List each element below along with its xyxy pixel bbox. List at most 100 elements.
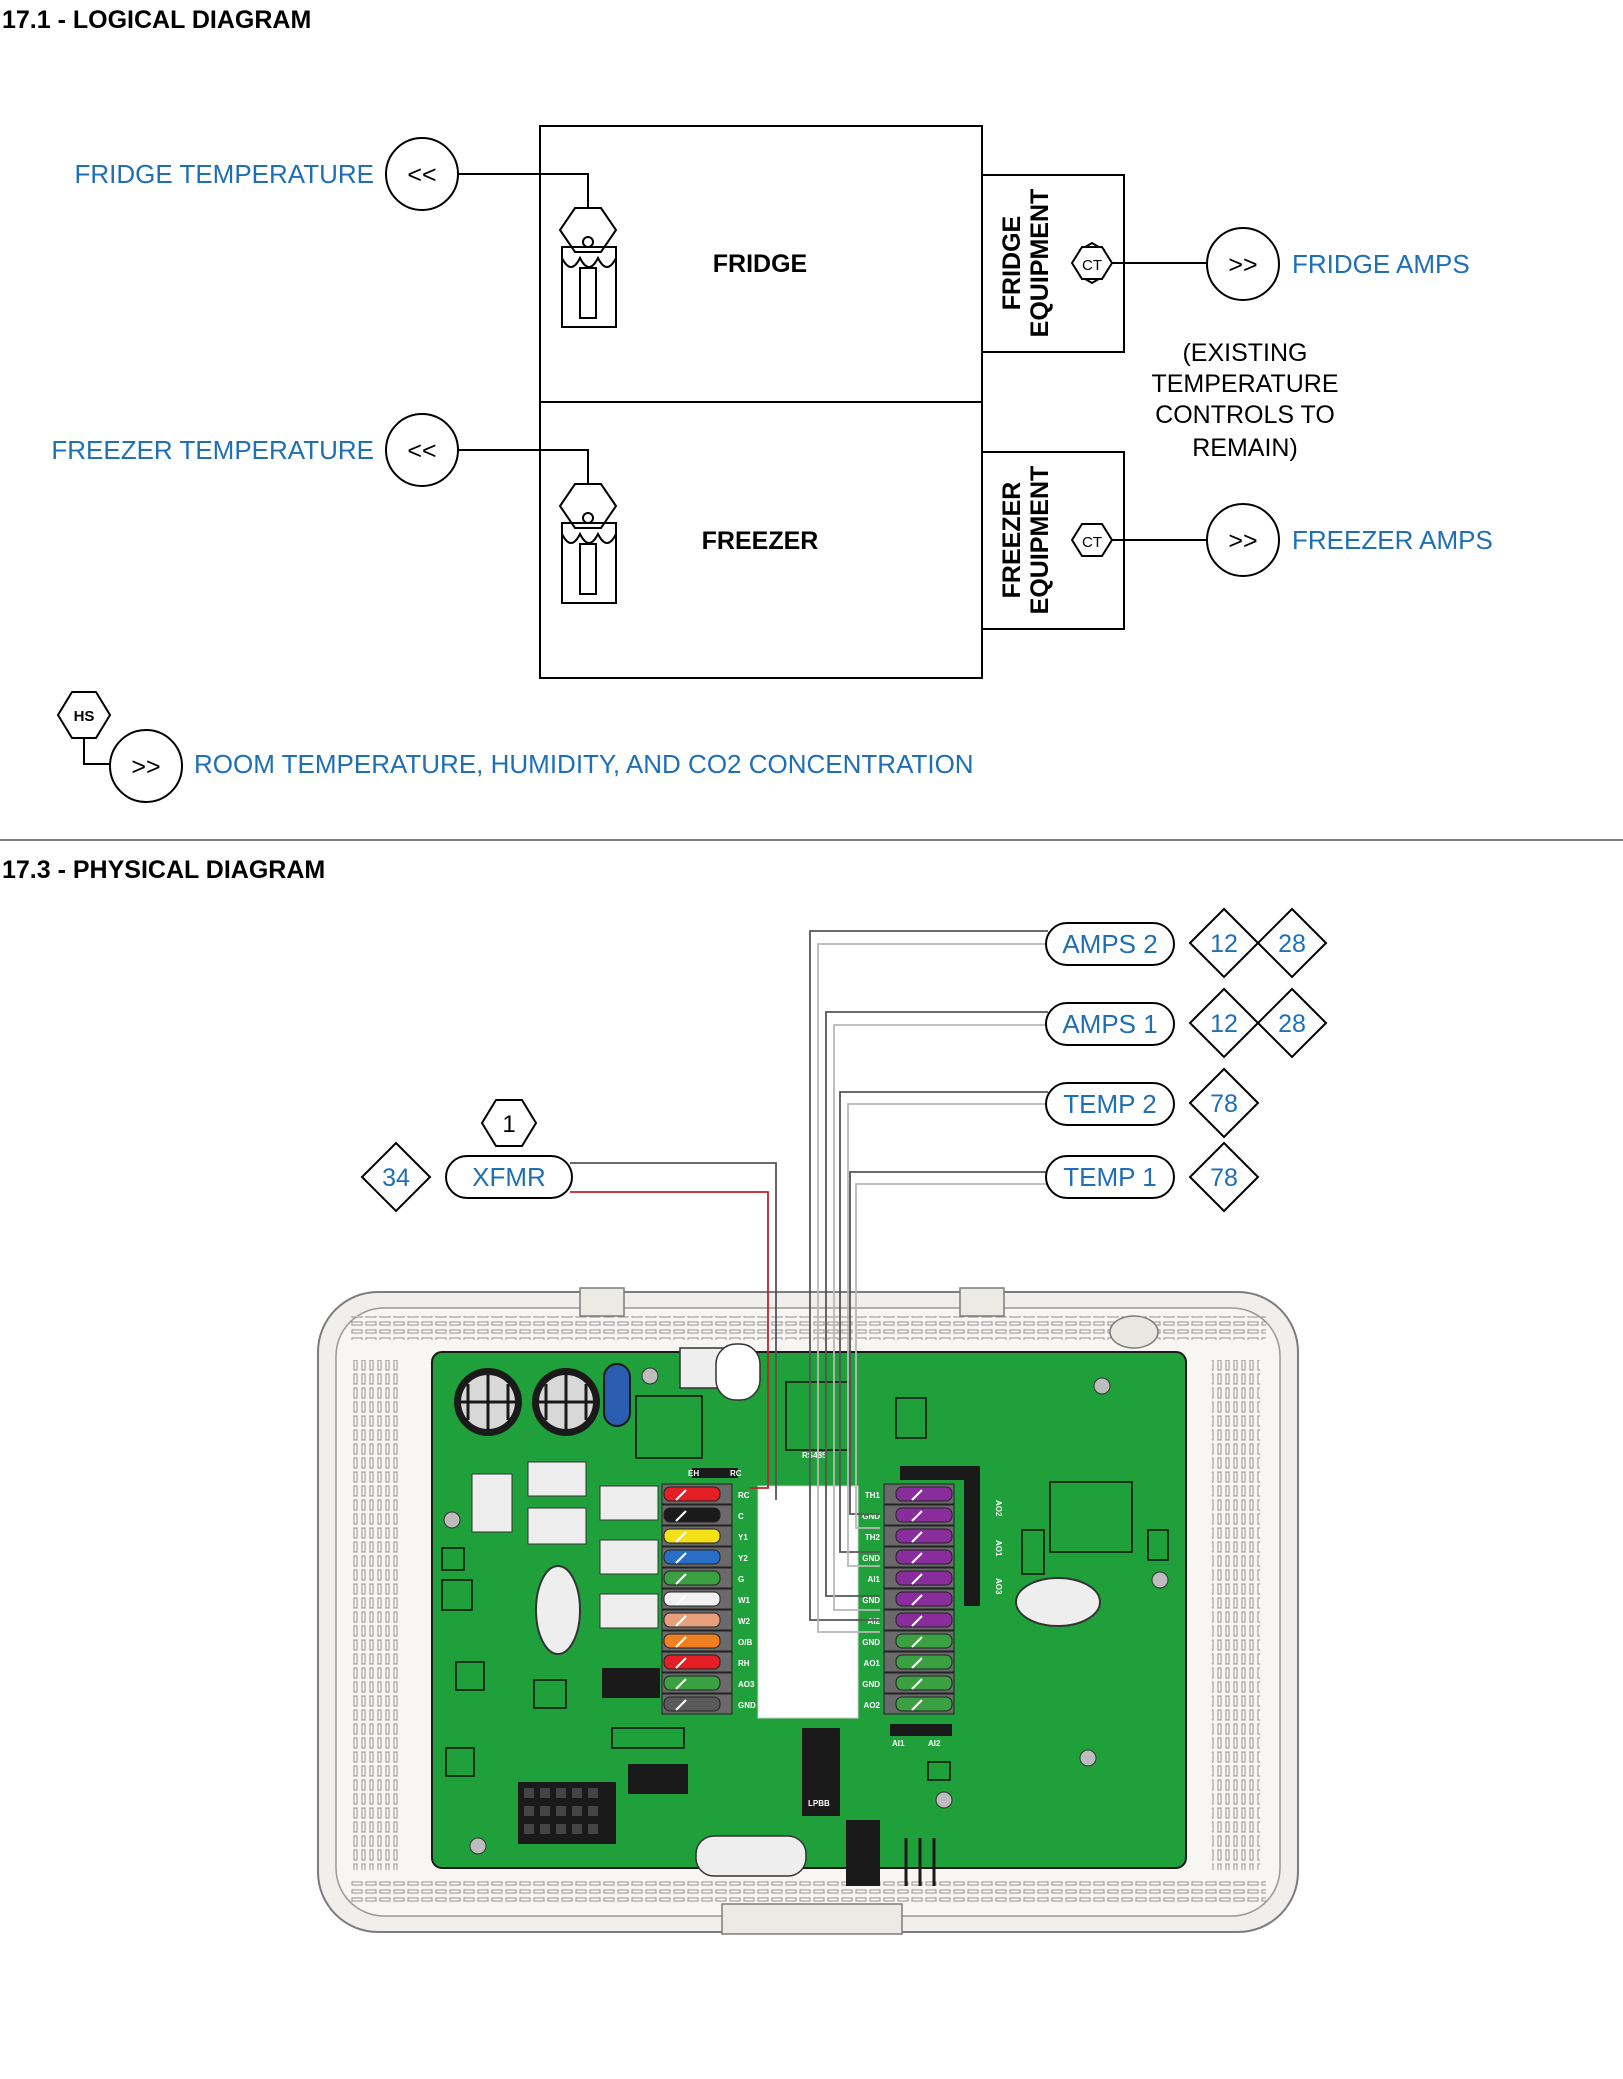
ao1-label: AO1 bbox=[994, 1540, 1003, 1557]
left-terminal-label: G bbox=[738, 1575, 744, 1584]
freezer-temperature-input: << bbox=[385, 413, 459, 487]
left-terminal-label: O/B bbox=[738, 1638, 752, 1647]
right-terminal-th2: TH2 bbox=[865, 1525, 955, 1547]
right-terminal-label: GND bbox=[862, 1596, 880, 1605]
freezer-temperature-sensor-icon bbox=[558, 483, 618, 604]
right-terminal-label: AO2 bbox=[864, 1701, 881, 1710]
left-terminal-label: Y2 bbox=[738, 1554, 748, 1563]
left-terminal-label: GND bbox=[738, 1701, 756, 1710]
svg-text:<<: << bbox=[407, 161, 436, 189]
left-terminal-label: Y1 bbox=[738, 1533, 748, 1542]
right-terminal-ao2: AO2 bbox=[864, 1693, 955, 1715]
svg-text:1: 1 bbox=[502, 1111, 515, 1138]
svg-text:REMAIN): REMAIN) bbox=[1192, 434, 1298, 462]
output-symbol: >> bbox=[1228, 251, 1257, 279]
svg-text:78: 78 bbox=[1210, 1164, 1238, 1192]
xfmr-point: XFMR bbox=[445, 1155, 573, 1199]
svg-text:TEMP 2: TEMP 2 bbox=[1063, 1089, 1156, 1119]
fridge-equipment-label-1: FRIDGE bbox=[998, 216, 1026, 310]
right-terminal-label: TH1 bbox=[865, 1491, 881, 1500]
fridge-label: FRIDGE bbox=[713, 250, 807, 278]
physical-diagram-title: 17.3 - PHYSICAL DIAGRAM bbox=[2, 856, 325, 884]
freezer-equipment-label-1: FREEZER bbox=[998, 482, 1026, 599]
left-terminal-label: RH bbox=[738, 1659, 750, 1668]
svg-text:28: 28 bbox=[1278, 930, 1306, 958]
amps2-detail-tag-b: 28 bbox=[1256, 907, 1328, 979]
rc-label: RC bbox=[730, 1469, 742, 1478]
fridge-ct-tag: CT bbox=[1070, 241, 1114, 285]
fridge-temperature-input: << bbox=[385, 137, 459, 211]
left-terminal-c: C bbox=[661, 1504, 744, 1526]
right-terminal-gnd: GND bbox=[862, 1504, 955, 1526]
output-symbol: >> bbox=[1228, 527, 1257, 555]
right-terminal-label: AO1 bbox=[864, 1659, 881, 1668]
right-terminal-ai1: AI1 bbox=[868, 1567, 955, 1589]
ao3-label: AO3 bbox=[994, 1578, 1003, 1595]
right-terminal-gnd: GND bbox=[862, 1672, 955, 1694]
left-terminal-label: C bbox=[738, 1512, 744, 1521]
xfmr-detail-tag: 34 bbox=[360, 1141, 432, 1213]
svg-text:HS: HS bbox=[74, 708, 95, 725]
freezer-equipment-label-2: EQUIPMENT bbox=[1026, 466, 1054, 615]
right-terminal-label: AI1 bbox=[868, 1575, 881, 1584]
freezer-temperature-label: FREEZER TEMPERATURE bbox=[51, 435, 374, 465]
right-terminal-label: GND bbox=[862, 1680, 880, 1689]
wiring-window bbox=[757, 1485, 859, 1719]
svg-text:XFMR: XFMR bbox=[472, 1162, 546, 1192]
left-terminal-ao3: AO3 bbox=[661, 1672, 755, 1694]
hs-sensor-tag: HS bbox=[56, 691, 112, 739]
svg-text:>>: >> bbox=[131, 753, 160, 781]
eh-label: EH bbox=[688, 1469, 699, 1478]
left-terminal-label: W1 bbox=[738, 1596, 751, 1605]
svg-text:AMPS 1: AMPS 1 bbox=[1062, 1009, 1157, 1039]
right-terminal-gnd: GND bbox=[862, 1630, 955, 1652]
amps2-detail-tag-a: 12 bbox=[1188, 907, 1260, 979]
right-terminal-ai2: AI2 bbox=[868, 1609, 955, 1631]
amps1-detail-tag-b: 28 bbox=[1256, 987, 1328, 1059]
left-terminal-w1: W1 bbox=[661, 1588, 751, 1610]
left-terminal-gnd: GND bbox=[661, 1693, 756, 1715]
fridge-equipment-label-2: EQUIPMENT bbox=[1026, 189, 1054, 338]
xfmr-note-tag: 1 bbox=[480, 1099, 538, 1147]
rs485-label: RS485 bbox=[802, 1451, 827, 1460]
svg-text:34: 34 bbox=[382, 1164, 410, 1192]
fridge-temperature-sensor-icon bbox=[558, 207, 618, 328]
temp2-point: TEMP 2 bbox=[1045, 1082, 1175, 1126]
field-wiring bbox=[570, 930, 1048, 1633]
right-terminal-label: GND bbox=[862, 1554, 880, 1563]
fridge-temperature-label: FRIDGE TEMPERATURE bbox=[74, 159, 374, 189]
ao2-label: AO2 bbox=[994, 1500, 1003, 1517]
left-terminal-label: AO3 bbox=[738, 1680, 755, 1689]
room-sensor-label: ROOM TEMPERATURE, HUMIDITY, AND CO2 CONC… bbox=[194, 749, 974, 779]
left-terminal-label: RC bbox=[738, 1491, 750, 1500]
left-terminal-w2: W2 bbox=[661, 1609, 751, 1631]
svg-text:<<: << bbox=[407, 437, 436, 465]
right-terminal-label: AI2 bbox=[868, 1617, 881, 1626]
freezer-ct-tag: CT bbox=[1070, 523, 1114, 557]
svg-text:78: 78 bbox=[1210, 1090, 1238, 1118]
freezer-amps-label: FREEZER AMPS bbox=[1292, 525, 1493, 555]
left-terminal-label: W2 bbox=[738, 1617, 751, 1626]
fridge-amps-label: FRIDGE AMPS bbox=[1292, 249, 1470, 279]
svg-text:AMPS 2: AMPS 2 bbox=[1062, 929, 1157, 959]
left-terminal-g: G bbox=[661, 1567, 744, 1589]
left-terminal-rh: RH bbox=[661, 1651, 750, 1673]
fridge-ct-text: CT bbox=[1082, 257, 1102, 274]
right-terminal-label: GND bbox=[862, 1512, 880, 1521]
lpbb-label: LPBB bbox=[808, 1799, 830, 1808]
left-terminal-rc: RC bbox=[661, 1483, 750, 1505]
fridge-amps-output: >> bbox=[1206, 227, 1280, 301]
right-terminal-label: GND bbox=[862, 1638, 880, 1647]
temp1-point: TEMP 1 bbox=[1045, 1155, 1175, 1199]
temp1-detail-tag: 78 bbox=[1188, 1141, 1260, 1213]
freezer-ct-text: CT bbox=[1082, 534, 1102, 551]
amps1-point: AMPS 1 bbox=[1045, 1002, 1175, 1046]
ai2-label: AI2 bbox=[928, 1739, 941, 1748]
temp2-detail-tag: 78 bbox=[1188, 1067, 1260, 1139]
left-terminal-ob: O/B bbox=[661, 1630, 752, 1652]
left-terminal-y2: Y2 bbox=[661, 1546, 748, 1568]
right-terminal-gnd: GND bbox=[862, 1546, 955, 1568]
